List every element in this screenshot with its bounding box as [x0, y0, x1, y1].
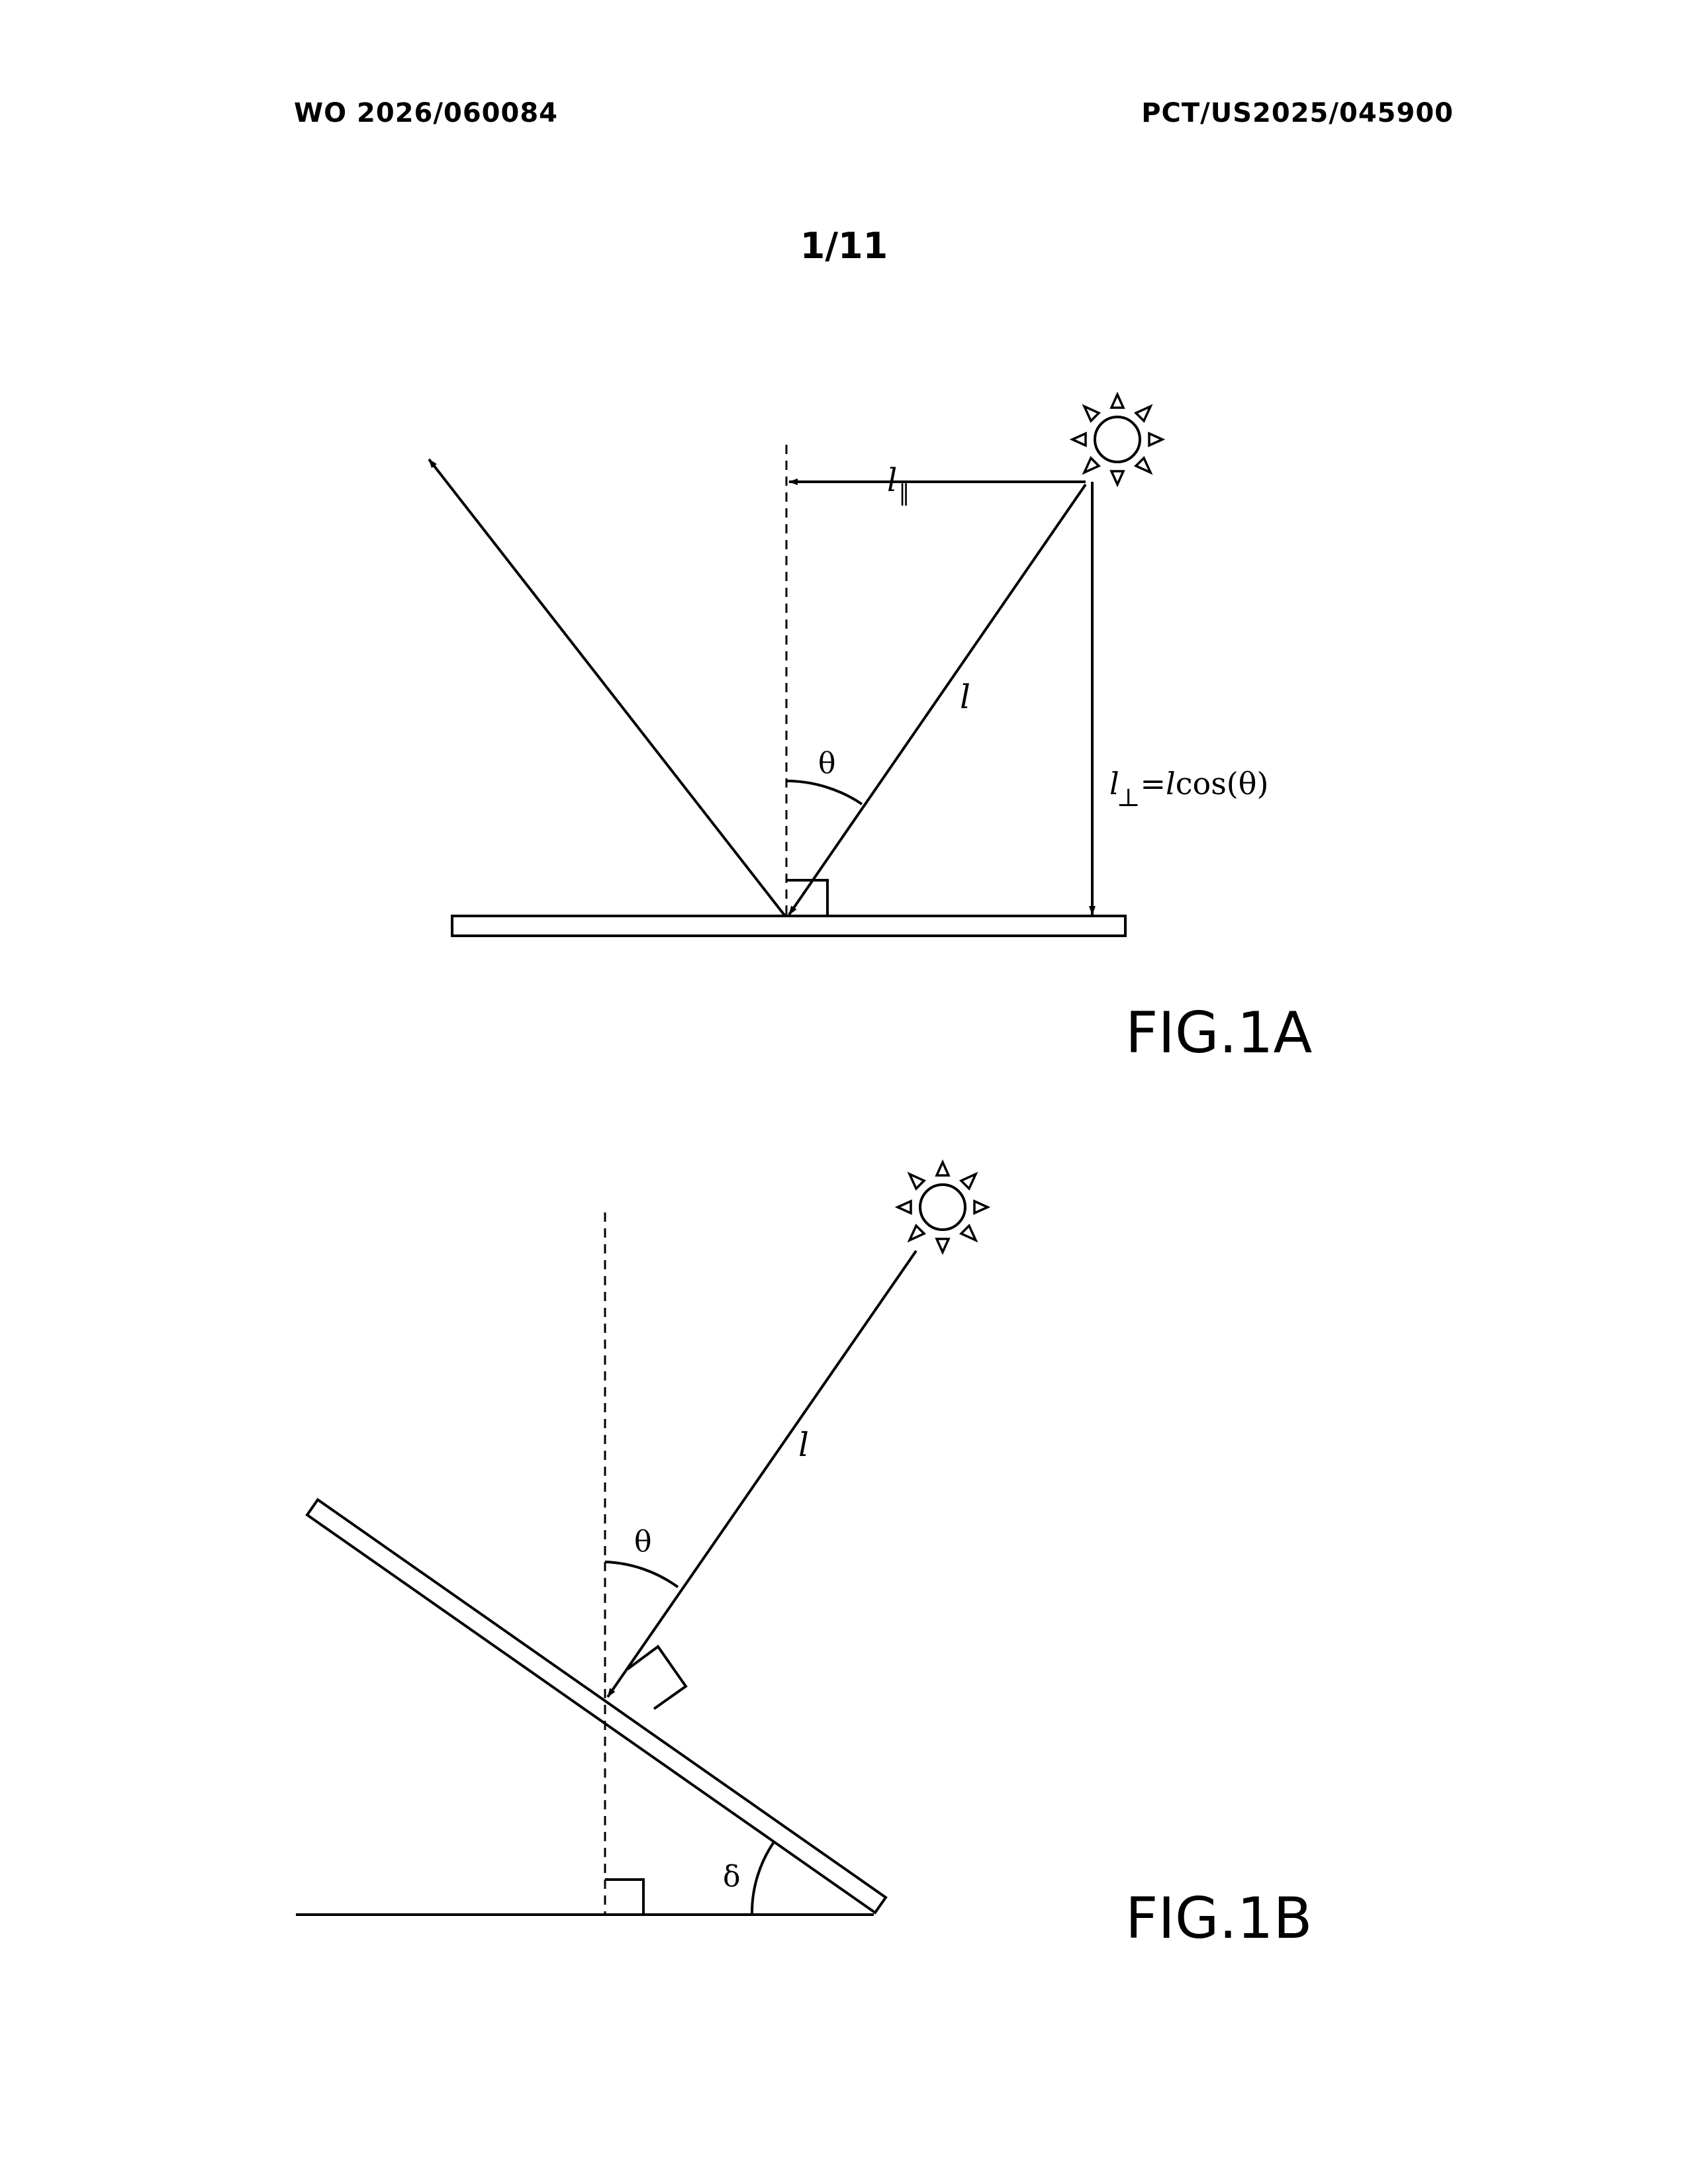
fig1a-label-l-parallel: l‖	[887, 462, 910, 506]
fig1a-caption: FIG.1A	[1125, 1000, 1313, 1066]
fig1a-reflected-ray	[429, 459, 785, 916]
fig1b-label-l: l	[798, 1426, 809, 1464]
fig1b-caption: FIG.1B	[1125, 1886, 1313, 1952]
sun-icon	[1072, 394, 1162, 484]
fig1a-label-l-perp: l⊥=lcos(θ)	[1109, 766, 1268, 812]
fig1b-diagram: l θ δ FIG.1B	[296, 1162, 1313, 1952]
fig1b-ground-right-angle-marker	[605, 1880, 643, 1915]
fig1b-delta-arc	[752, 1841, 774, 1915]
fig1a-label-l: l	[960, 678, 970, 716]
fig1a-surface	[452, 916, 1125, 936]
fig1b-label-delta: δ	[723, 1860, 741, 1893]
fig1b-label-theta: θ	[634, 1525, 652, 1559]
fig1b-theta-arc	[605, 1562, 678, 1587]
fig1b-incident-ray	[608, 1251, 916, 1697]
fig1a-label-theta: θ	[818, 747, 836, 780]
fig1a-diagram: l‖ l θ l⊥=lcos(θ) FIG.1A	[429, 394, 1313, 1066]
fig1a-incident-ray	[789, 484, 1086, 915]
sun-icon	[898, 1162, 988, 1252]
fig1a-theta-arc	[786, 781, 862, 804]
fig1b-tilted-panel	[307, 1500, 886, 1913]
